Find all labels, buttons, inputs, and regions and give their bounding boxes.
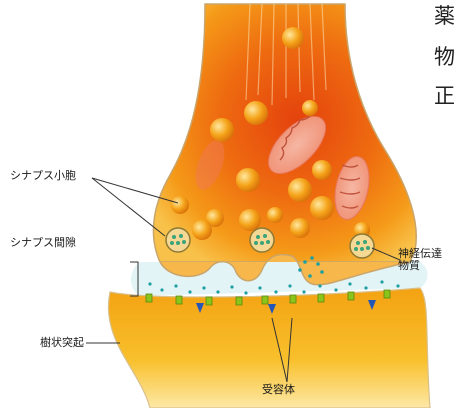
label-dendritic-spine: 樹状突起 [40, 337, 84, 349]
label-synaptic-cleft: シナプス間隙 [10, 237, 76, 249]
label-synaptic-vesicle: シナプス小胞 [10, 170, 76, 182]
label-receptor: 受容体 [262, 384, 295, 396]
label-neurotransmitter: 神経伝達 物質 [398, 248, 442, 272]
